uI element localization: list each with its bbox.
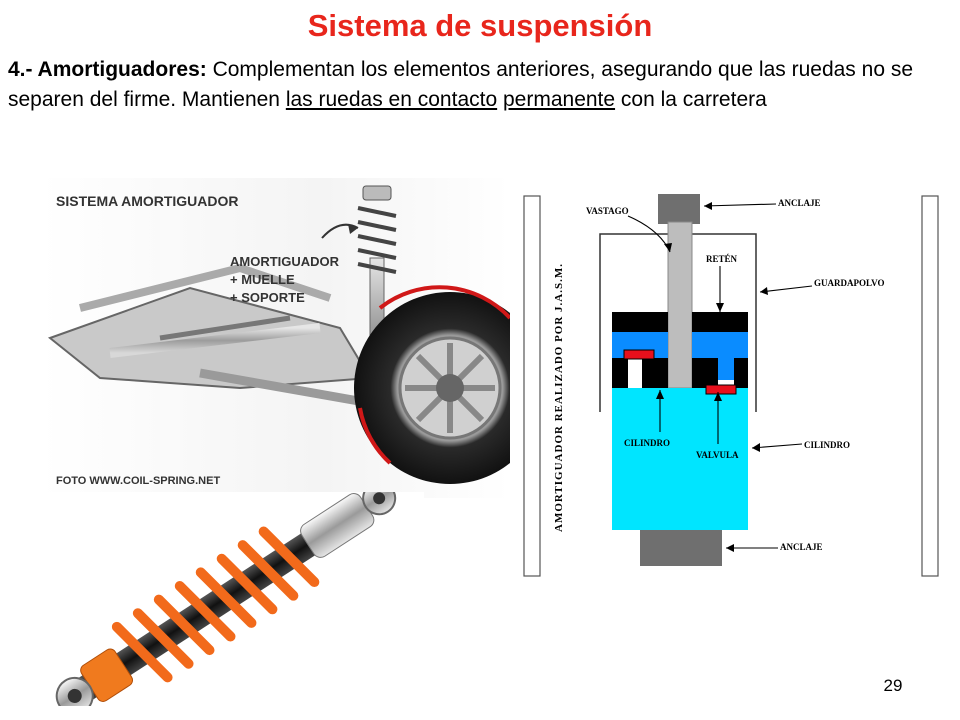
piston-notch-3: [692, 358, 718, 388]
right-frame-bar: [921, 195, 939, 577]
underlined-phrase-2: permanente: [502, 88, 616, 111]
label-vastago: VASTAGO: [586, 206, 629, 216]
coilover-body: [55, 492, 397, 706]
wheel-illustration: [354, 285, 510, 484]
cylinder-fluid: [612, 388, 748, 530]
paragraph-text-1: Complementan los elementos anteriores, a…: [8, 58, 914, 111]
left-frame-bar: [523, 195, 541, 577]
callout-line-2: + MUELLE: [230, 272, 295, 287]
body-paragraph: 4.- Amortiguadores: Complementan los ele…: [8, 55, 928, 115]
valve-block-right: [692, 332, 748, 358]
label-anclaje-top: ANCLAJE: [778, 198, 821, 208]
red-valve-right: [705, 384, 737, 395]
valve-channel: [718, 358, 734, 380]
label-valvula: VALVULA: [696, 450, 739, 460]
label-guardapolvo: GUARDAPOLVO: [814, 278, 885, 288]
label-anclaje-bottom: ANCLAJE: [780, 542, 823, 552]
paragraph-text-2: con la carretera: [615, 88, 767, 111]
callout-line-1: AMORTIGUADOR: [230, 254, 340, 269]
red-valve-left: [623, 349, 655, 360]
diagram-side-caption: AMORTIGUADOR REALIZADO POR J.A.S.M.: [553, 263, 565, 532]
seal-left: [612, 312, 668, 332]
top-anchor: [658, 194, 700, 224]
diagram-arrowheads: [656, 202, 768, 552]
callout-line-3: + SOPORTE: [230, 290, 305, 305]
diagram-arrows: [627, 203, 813, 549]
seal-right: [692, 312, 748, 332]
subframe-illustration: [47, 263, 372, 408]
piston-rod: [667, 221, 693, 389]
label-reten: RETÉN: [706, 254, 738, 264]
piston-notch-2: [642, 358, 668, 388]
piston-notch-4: [734, 358, 748, 388]
label-cilindro-left: CILINDRO: [624, 438, 670, 448]
callout-arrow: [321, 223, 359, 239]
underlined-phrase-1: las ruedas en contacto: [285, 88, 498, 111]
callout-arrowhead: [348, 224, 358, 234]
slide-title: Sistema de suspensión: [307, 8, 653, 43]
piston-notch-1: [612, 358, 628, 388]
paragraph-lead: 4.- Amortiguadores:: [8, 58, 207, 81]
page-number: 29: [883, 676, 903, 695]
photo-heading: SISTEMA AMORTIGUADOR: [56, 193, 239, 209]
bottom-anchor: [640, 530, 722, 566]
shock-absorber-diagram: AMORTIGUADOR REALIZADO POR J.A.S.M.: [523, 194, 939, 577]
label-cilindro-right: CILINDRO: [804, 440, 850, 450]
suspension-assembly-photo: SISTEMA AMORTIGUADOR AMORTIGUADOR + MUEL…: [40, 178, 510, 498]
coilover-photo: [24, 492, 424, 706]
photo-credit: FOTO WWW.COIL-SPRING.NET: [56, 475, 220, 487]
